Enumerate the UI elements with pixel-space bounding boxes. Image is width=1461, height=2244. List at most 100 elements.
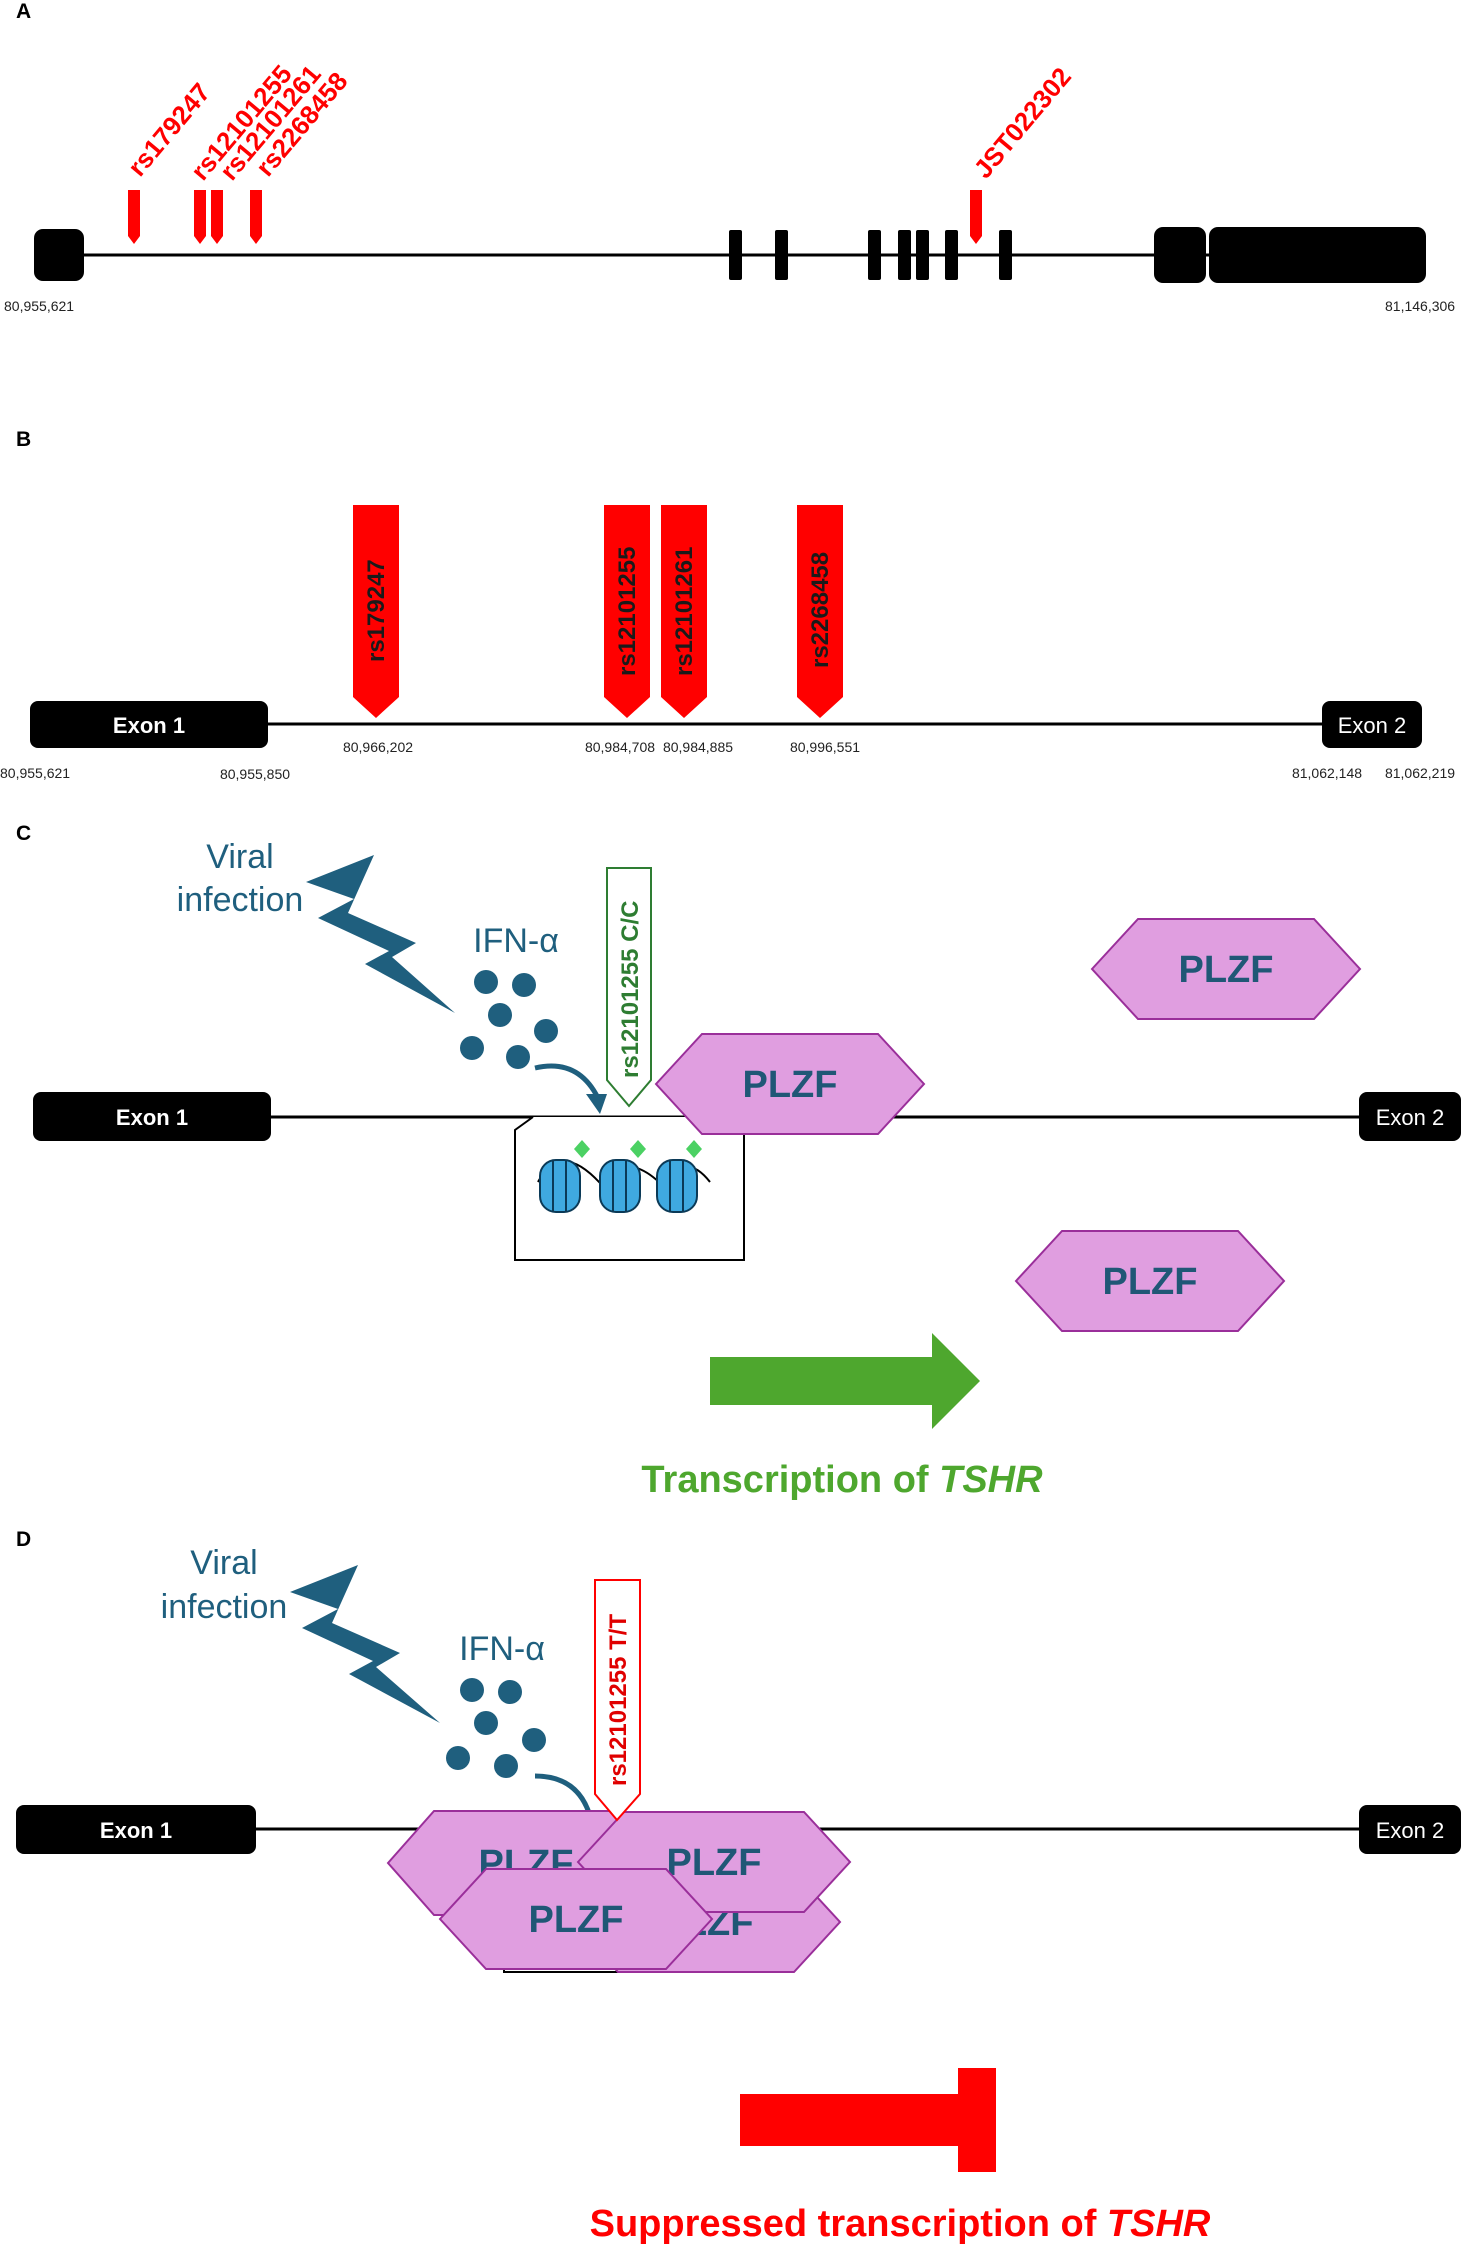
exon-a-9 — [1154, 227, 1206, 283]
plzf-label: PLZF — [1179, 949, 1274, 991]
caption-c-gene: TSHR — [939, 1459, 1043, 1501]
exon-a-7 — [945, 230, 958, 280]
snp-marker-a-5 — [970, 190, 982, 244]
exon-a-4 — [868, 230, 881, 280]
snp-label-b-4: rs2268458 — [807, 552, 834, 668]
panel-c-label: C — [16, 822, 31, 845]
exon-c-2-label: Exon 2 — [1376, 1105, 1445, 1130]
viral-label-d-1: Viral — [190, 1544, 257, 1582]
ifn-dot — [446, 1746, 470, 1770]
panel-a-label: A — [16, 0, 31, 23]
coord-a-end: 81,146,306 — [1385, 298, 1455, 314]
coord-a-start: 80,955,621 — [4, 298, 74, 314]
coord-b-exon2-end: 81,062,219 — [1385, 765, 1455, 781]
plzf-protein — [654, 1033, 926, 1135]
genotype-label-c: rs12101255 C/C — [617, 901, 644, 1078]
arrow-head-icon — [586, 1094, 607, 1114]
snp-marker-b-1 — [353, 505, 399, 718]
ifn-label-d: IFN-α — [459, 1630, 545, 1668]
panel-b-label: B — [16, 428, 31, 451]
snp-marker-a-4 — [250, 190, 262, 244]
panel-d-label: D — [16, 1528, 31, 1551]
repression-bar-icon — [740, 2094, 958, 2146]
snp-marker-a-1 — [128, 190, 140, 244]
exon-b-2 — [1322, 701, 1422, 748]
methyl-mark-icon — [686, 1140, 702, 1158]
exon-b-1 — [30, 701, 268, 748]
ifn-dot — [460, 1678, 484, 1702]
snp-marker-b-2 — [604, 505, 650, 718]
exon-c-2 — [1359, 1092, 1461, 1141]
plzf-protein — [1090, 918, 1362, 1020]
nucleosome-icon — [599, 1159, 641, 1213]
caption-c-prefix: Transcription of — [641, 1459, 939, 1501]
methyl-mark-icon — [574, 1140, 590, 1158]
methyl-mark-icon — [630, 1140, 646, 1158]
panel-c: C Viral infection IFN-α Exon 1 Exon 2 — [16, 822, 1461, 1501]
viral-label-d-2: infection — [161, 1588, 288, 1626]
panel-b: B Exon 1 Exon 2 rs179247 rs12101255 rs12… — [0, 428, 1455, 782]
coord-b-exon1-start: 80,955,621 — [0, 765, 70, 781]
coord-b-exon2-start: 81,062,148 — [1292, 765, 1362, 781]
nucleosome-icon — [539, 1159, 581, 1213]
coord-b-exon1-end: 80,955,850 — [220, 766, 290, 782]
viral-label-c-1: Viral — [206, 838, 273, 876]
ifn-dot — [512, 973, 536, 997]
exon-b-2-label: Exon 2 — [1338, 713, 1407, 738]
exon-a-3 — [775, 230, 788, 280]
snp-label-b-3: rs12101261 — [671, 547, 698, 676]
snp-label-a-5: JST022302 — [968, 62, 1077, 184]
nucleosome-icon — [656, 1159, 698, 1213]
caption-d: Suppressed transcription of TSHR — [590, 2203, 1211, 2244]
plzf-label: PLZF — [1103, 1261, 1198, 1303]
ifn-dot — [494, 1754, 518, 1778]
ifn-label-c: IFN-α — [473, 922, 559, 960]
plzf-label: PLZF — [667, 1842, 762, 1884]
ifn-dot — [522, 1728, 546, 1752]
coord-b-snp3: 80,984,885 — [663, 739, 733, 755]
snp-label-b-2: rs12101255 — [614, 547, 641, 676]
exon-a-6 — [916, 230, 929, 280]
genotype-callout-c — [606, 867, 652, 1108]
ifn-dot — [460, 1036, 484, 1060]
exon-a-2 — [729, 230, 742, 280]
exon-c-1 — [33, 1092, 271, 1141]
snp-label-b-1: rs179247 — [363, 559, 390, 662]
curved-arrow-icon — [534, 1773, 593, 1817]
plzf-protein — [1014, 1230, 1286, 1332]
snp-marker-a-3 — [211, 190, 223, 244]
repression-stop-icon — [958, 2068, 996, 2172]
ifn-dot — [506, 1045, 530, 1069]
viral-label-c-2: infection — [177, 881, 304, 919]
caption-c: Transcription of TSHR — [641, 1459, 1043, 1501]
coord-b-snp2: 80,984,708 — [585, 739, 655, 755]
exon-d-2-label: Exon 2 — [1376, 1818, 1445, 1843]
panel-a: A rs179247 rs12101255 rs12101261 rs22684… — [4, 0, 1455, 314]
ifn-dot — [474, 970, 498, 994]
ifn-dot — [534, 1019, 558, 1043]
lightning-icon — [290, 1565, 440, 1723]
lightning-icon — [306, 855, 455, 1013]
ifn-dot — [488, 1003, 512, 1027]
exon-a-1 — [34, 229, 84, 281]
ifn-dot — [498, 1680, 522, 1704]
activation-arrow-icon — [710, 1333, 980, 1429]
curved-arrow-icon — [534, 1063, 601, 1100]
plzf-label: PLZF — [529, 1899, 624, 1941]
exon-b-1-label: Exon 1 — [113, 713, 185, 738]
plzf-protein — [438, 1868, 714, 1970]
coord-b-snp4: 80,996,551 — [790, 739, 860, 755]
caption-d-gene: TSHR — [1107, 2203, 1211, 2244]
exon-d-1 — [16, 1805, 256, 1854]
exon-a-8 — [999, 230, 1012, 280]
caption-d-prefix: Suppressed transcription of — [590, 2203, 1107, 2244]
coord-b-snp1: 80,966,202 — [343, 739, 413, 755]
snp-marker-b-3 — [661, 505, 707, 718]
snp-marker-b-4 — [797, 505, 843, 718]
panel-d: D Viral infection IFN-α Exon 1 Exon 2 PL… — [16, 1528, 1461, 2244]
genotype-callout-d — [594, 1579, 641, 1822]
ifn-dot — [474, 1711, 498, 1735]
genotype-label-d: rs12101255 T/T — [605, 1614, 632, 1786]
exon-d-2 — [1359, 1805, 1461, 1854]
